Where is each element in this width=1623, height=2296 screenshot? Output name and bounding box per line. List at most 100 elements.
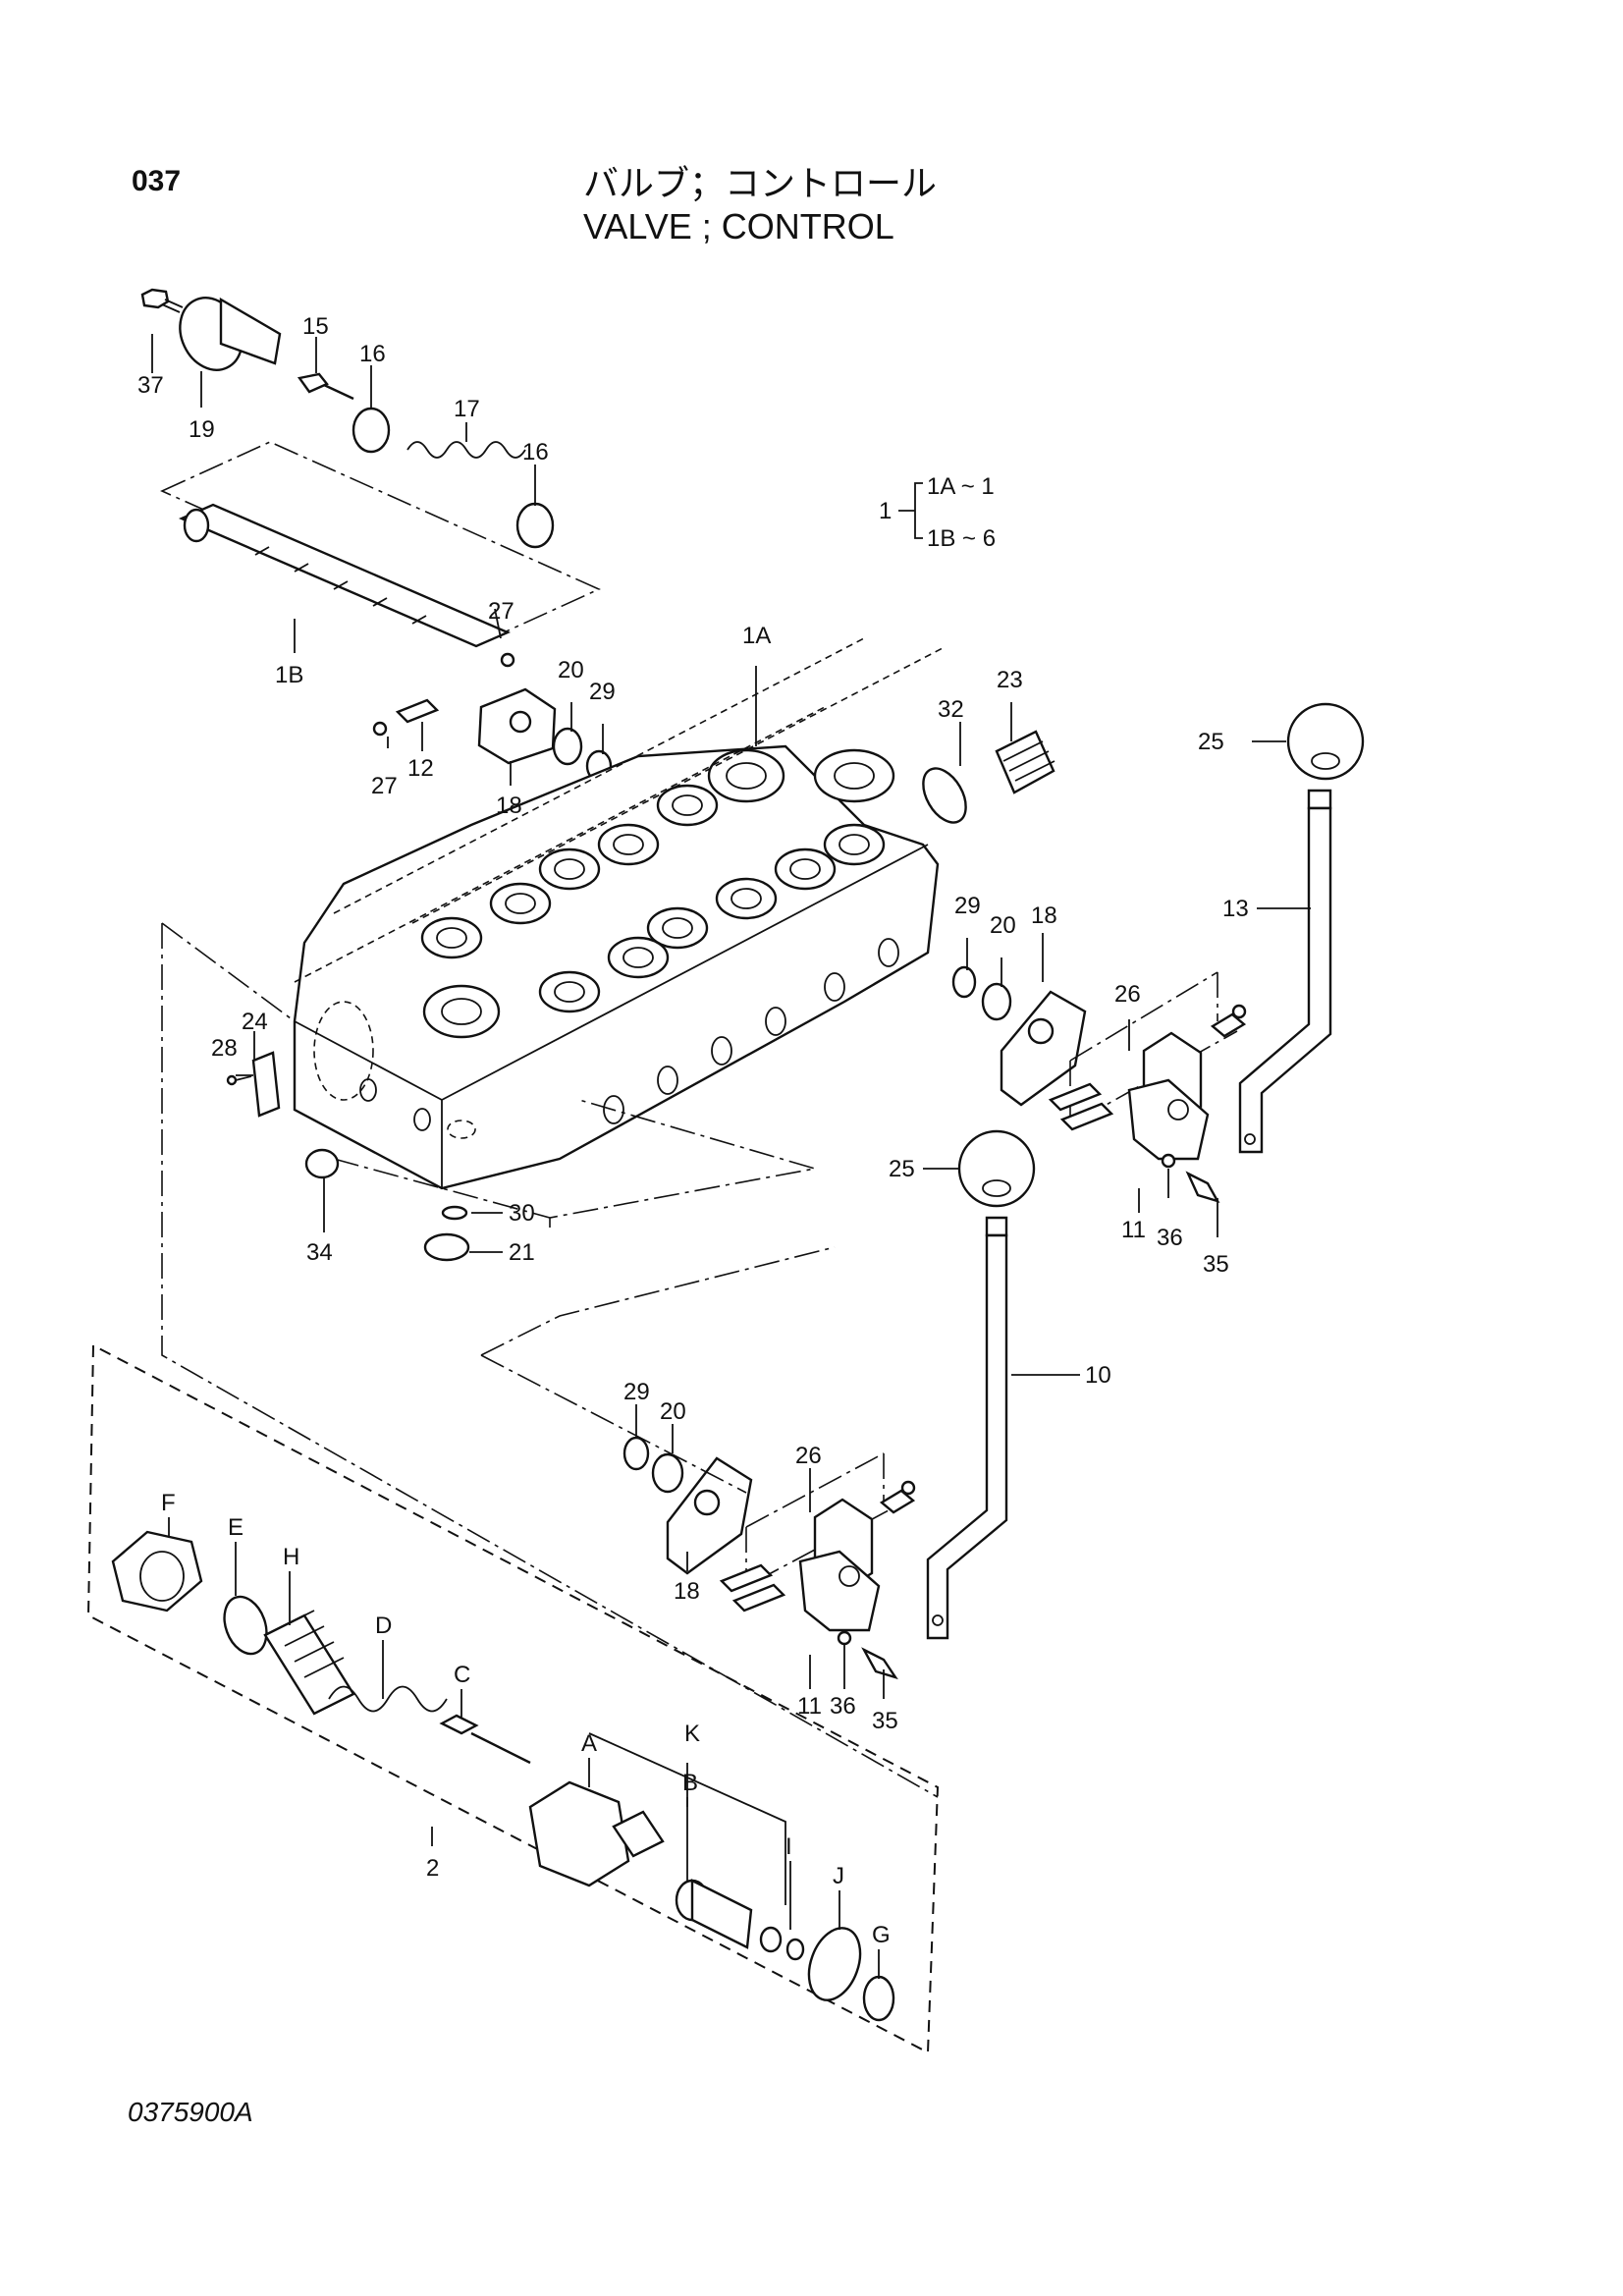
callout-26b: 26 bbox=[795, 1443, 822, 1469]
cap-19-flange bbox=[219, 297, 282, 365]
seat-16b bbox=[515, 502, 555, 549]
oring-32 bbox=[922, 767, 967, 824]
figure-code: 0375900A bbox=[128, 2097, 253, 2127]
callout-11b: 11 bbox=[797, 1693, 822, 1720]
title-japanese: バルブ；コントロール bbox=[583, 163, 938, 203]
callout-37: 37 bbox=[137, 372, 164, 399]
bolt-35b bbox=[861, 1647, 898, 1680]
assembly-legend: 1 1A ~ 1 1B ~ 6 bbox=[879, 473, 996, 552]
callout-32: 32 bbox=[938, 696, 964, 723]
callout-c: C bbox=[454, 1662, 470, 1688]
page-number: 037 bbox=[132, 165, 182, 197]
oring-29c bbox=[622, 1436, 650, 1471]
spring-D bbox=[328, 1685, 448, 1713]
callout-35b: 35 bbox=[872, 1708, 898, 1734]
callout-35a: 35 bbox=[1203, 1251, 1229, 1278]
callout-1b: 1B bbox=[275, 662, 303, 688]
knob-25a bbox=[1286, 702, 1365, 781]
legend-bracket bbox=[898, 482, 923, 539]
valve-ports-top bbox=[420, 748, 895, 1039]
callout-27a: 27 bbox=[488, 598, 514, 625]
callout-17: 17 bbox=[454, 396, 480, 422]
callout-20c: 20 bbox=[660, 1398, 686, 1425]
legend-item-1b: 1B ~ 6 bbox=[927, 525, 996, 552]
callout-36a: 36 bbox=[1157, 1225, 1183, 1251]
callout-11a: 11 bbox=[1121, 1217, 1146, 1243]
spool-group bbox=[140, 288, 613, 783]
legend-item-1a: 1A ~ 1 bbox=[927, 473, 995, 500]
body-small-parts bbox=[226, 730, 1087, 1262]
lever-10 bbox=[926, 1233, 1008, 1640]
plate-24 bbox=[251, 1051, 281, 1118]
thread-H bbox=[263, 1613, 355, 1716]
callout-18a: 18 bbox=[496, 793, 522, 819]
nut-F bbox=[111, 1530, 203, 1613]
lever-10-assembly bbox=[480, 1129, 1036, 1680]
callout-29b: 29 bbox=[954, 893, 981, 919]
callout-i: I bbox=[785, 1833, 792, 1860]
bolt-35a bbox=[1185, 1171, 1220, 1203]
callout-29c: 29 bbox=[623, 1379, 650, 1405]
oring-30 bbox=[441, 1205, 468, 1221]
link-26a bbox=[1210, 1012, 1247, 1038]
spring-17 bbox=[406, 441, 526, 459]
callout-k: K bbox=[684, 1721, 700, 1747]
callout-23: 23 bbox=[997, 667, 1023, 693]
plate-18b bbox=[1000, 990, 1087, 1107]
bracket-11b bbox=[798, 1550, 881, 1632]
relief-valve-dashed-box bbox=[86, 1343, 940, 2054]
clip-27b bbox=[372, 721, 388, 737]
callout-a: A bbox=[581, 1730, 597, 1757]
legend-parent: 1 bbox=[879, 498, 892, 524]
callout-21: 21 bbox=[509, 1239, 535, 1266]
plug-34 bbox=[304, 1148, 340, 1179]
lever-10-thread bbox=[985, 1216, 1008, 1237]
callout-g: G bbox=[872, 1922, 891, 1948]
callout-20b: 20 bbox=[990, 912, 1016, 939]
washer-36a bbox=[1161, 1153, 1176, 1169]
lever-13-assembly bbox=[1048, 702, 1365, 1203]
callout-18c: 18 bbox=[674, 1578, 700, 1605]
callout-36b: 36 bbox=[830, 1693, 856, 1720]
callout-29a: 29 bbox=[589, 679, 616, 705]
callout-2: 2 bbox=[426, 1855, 439, 1882]
pin-12 bbox=[395, 698, 440, 724]
callout-18b: 18 bbox=[1031, 902, 1057, 929]
body-A bbox=[528, 1780, 630, 1887]
callout-24: 24 bbox=[242, 1009, 268, 1035]
oring-29b bbox=[951, 965, 977, 999]
relief-valve-group-2 bbox=[86, 923, 940, 2054]
callout-25a: 25 bbox=[1198, 729, 1224, 755]
clip-27a bbox=[500, 652, 515, 668]
oring-20a bbox=[552, 727, 583, 766]
lever-13 bbox=[1238, 806, 1332, 1154]
callout-e: E bbox=[228, 1514, 243, 1541]
callout-labels: 37 19 15 16 17 16 1B 27 27 12 18 20 29 1… bbox=[137, 313, 1249, 1948]
callout-30: 30 bbox=[509, 1200, 535, 1227]
oring-20c bbox=[651, 1452, 684, 1494]
callout-10: 10 bbox=[1085, 1362, 1111, 1389]
pin-26b bbox=[719, 1563, 786, 1613]
knob-25b bbox=[957, 1129, 1036, 1208]
callout-16a: 16 bbox=[359, 341, 386, 367]
washer-36b bbox=[837, 1630, 852, 1646]
callout-26a: 26 bbox=[1114, 981, 1141, 1008]
oring-E bbox=[223, 1595, 268, 1656]
title-english: VALVE ; CONTROL bbox=[583, 206, 894, 246]
callout-19: 19 bbox=[189, 416, 215, 443]
callout-34: 34 bbox=[306, 1239, 333, 1266]
callout-28: 28 bbox=[211, 1035, 238, 1062]
washer-G bbox=[862, 1975, 895, 2022]
valve-body-1a bbox=[161, 637, 944, 1228]
callout-25b: 25 bbox=[889, 1156, 915, 1182]
callout-12: 12 bbox=[407, 755, 434, 782]
callout-j: J bbox=[833, 1863, 844, 1889]
screw-28 bbox=[226, 1074, 238, 1086]
callout-b: B bbox=[682, 1770, 698, 1796]
spool-1b bbox=[178, 503, 512, 648]
leader-lines bbox=[151, 334, 1311, 1979]
callout-h: H bbox=[283, 1544, 299, 1570]
seat-16a bbox=[352, 407, 391, 454]
